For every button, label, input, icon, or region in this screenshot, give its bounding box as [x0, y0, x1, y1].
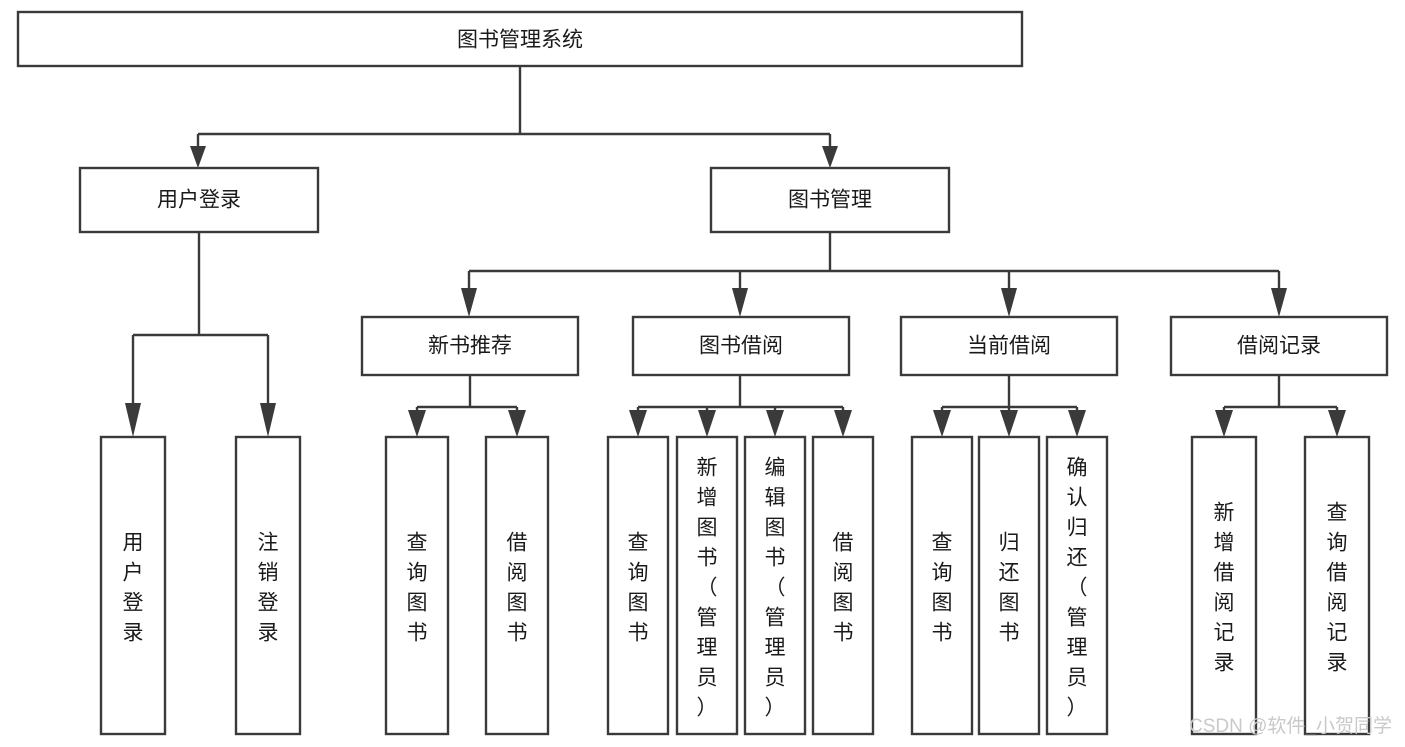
node-leaf-book-borrow-0-box[interactable] — [606, 435, 670, 736]
connector-group-newbook — [408, 375, 526, 437]
connector-group-currentborrow — [933, 375, 1086, 437]
node-new-book-recommend-box[interactable] — [360, 315, 580, 377]
node-leaf-new-book-recommend-1-box[interactable] — [484, 435, 550, 736]
node-current-borrow-label: 当前借阅 — [967, 335, 1051, 358]
node-borrow-record-label: 借阅记录 — [1237, 335, 1321, 358]
node-new-book-recommend[interactable]: 新书推荐 — [360, 315, 580, 377]
node-leaf-borrow-record-1-label: 查询借阅记录 — [1327, 501, 1348, 674]
connector-group-userlogin — [125, 232, 276, 437]
node-leaf-borrow-record-1[interactable]: 查询借阅记录 — [1303, 435, 1371, 736]
arrow-head-leaf-user-login-0 — [125, 403, 141, 437]
arrow-head-leaf-borrowrecord-0 — [1215, 410, 1233, 437]
arrow-head-level3-0 — [461, 288, 477, 317]
node-user-login-label: 用户登录 — [157, 189, 241, 212]
node-leaf-current-borrow-0[interactable]: 查询图书 — [910, 435, 974, 736]
arrow-head-leaf-currentborrow-2 — [1068, 410, 1086, 437]
node-root-box[interactable] — [16, 10, 1024, 68]
node-user-login[interactable]: 用户登录 — [78, 166, 320, 234]
node-leaf-book-borrow-1-box[interactable] — [675, 435, 739, 736]
node-leaf-new-book-recommend-1[interactable]: 借阅图书 — [484, 435, 550, 736]
connector-group-borrowrecord — [1215, 375, 1346, 437]
node-book-management-box[interactable] — [709, 166, 951, 234]
arrow-head-level3-1 — [732, 288, 748, 317]
node-leaf-book-borrow-1[interactable]: 新增图书（管理员） — [675, 435, 739, 736]
node-leaf-new-book-recommend-0-box[interactable] — [384, 435, 450, 736]
node-leaf-user-login-1[interactable]: 注销登录 — [234, 435, 302, 736]
node-leaf-current-borrow-0-box[interactable] — [910, 435, 974, 736]
node-leaf-book-borrow-1-label: 新增图书（管理员） — [697, 456, 718, 719]
node-leaf-new-book-recommend-1-label: 借阅图书 — [507, 531, 528, 644]
connector-group-root — [190, 66, 838, 168]
node-leaf-book-borrow-2-label: 编辑图书（管理员） — [765, 456, 786, 719]
node-leaf-book-borrow-3-box[interactable] — [811, 435, 875, 736]
connector-group-bookmgmt — [461, 232, 1287, 317]
node-leaf-book-borrow-0-label: 查询图书 — [628, 531, 649, 644]
node-leaf-book-borrow-3[interactable]: 借阅图书 — [811, 435, 875, 736]
node-root-label: 图书管理系统 — [457, 29, 583, 52]
node-leaf-user-login-1-box[interactable] — [234, 435, 302, 736]
node-leaf-book-borrow-2-box[interactable] — [743, 435, 807, 736]
node-leaf-current-borrow-2[interactable]: 确认归还（管理员） — [1045, 435, 1109, 736]
node-leaf-user-login-0-label: 用户登录 — [123, 531, 144, 644]
node-leaf-user-login-1-label: 注销登录 — [258, 531, 279, 644]
node-leaf-current-borrow-2-box[interactable] — [1045, 435, 1109, 736]
watermark-label: CSDN @软件_小贺同学 — [1189, 715, 1392, 737]
node-leaf-new-book-recommend-0[interactable]: 查询图书 — [384, 435, 450, 736]
arrow-head-leaf-bookborrow-3 — [834, 410, 852, 437]
node-leaf-user-login-0[interactable]: 用户登录 — [99, 435, 167, 736]
arrow-head-leaf-currentborrow-1 — [1000, 410, 1018, 437]
arrow-head-leaf-newbook-0 — [408, 410, 426, 437]
arrow-head-leaf-user-login-1 — [260, 403, 276, 437]
arrow-head-level3-3 — [1271, 288, 1287, 317]
node-book-borrow-box[interactable] — [631, 315, 851, 377]
arrow-head-leaf-currentborrow-0 — [933, 410, 951, 437]
connector-group-bookborrow — [629, 375, 852, 437]
node-book-management-label: 图书管理 — [788, 189, 872, 212]
node-leaf-borrow-record-1-box[interactable] — [1303, 435, 1371, 736]
node-leaf-borrow-record-0-box[interactable] — [1190, 435, 1258, 736]
node-leaf-user-login-0-box[interactable] — [99, 435, 167, 736]
node-leaf-borrow-record-0-label: 新增借阅记录 — [1214, 501, 1235, 674]
node-leaf-current-borrow-0-label: 查询图书 — [932, 531, 953, 644]
arrow-head-leaf-bookborrow-1 — [698, 410, 716, 437]
node-book-management[interactable]: 图书管理 — [709, 166, 951, 234]
node-leaf-current-borrow-1-label: 归还图书 — [999, 531, 1020, 644]
arrow-head-leaf-bookborrow-0 — [629, 410, 647, 437]
node-leaf-current-borrow-2-label: 确认归还（管理员） — [1067, 456, 1088, 719]
node-current-borrow-box[interactable] — [899, 315, 1119, 377]
node-borrow-record-box[interactable] — [1169, 315, 1389, 377]
node-root[interactable]: 图书管理系统 — [16, 10, 1024, 68]
arrow-head-leaf-borrowrecord-1 — [1328, 410, 1346, 437]
node-current-borrow[interactable]: 当前借阅 — [899, 315, 1119, 377]
node-leaf-new-book-recommend-0-label: 查询图书 — [407, 531, 428, 644]
arrow-head-userlogin — [190, 146, 206, 168]
node-borrow-record[interactable]: 借阅记录 — [1169, 315, 1389, 377]
arrow-head-leaf-bookborrow-2 — [766, 410, 784, 437]
node-leaf-book-borrow-3-label: 借阅图书 — [833, 531, 854, 644]
arrow-head-level3-2 — [1001, 288, 1017, 317]
node-new-book-recommend-label: 新书推荐 — [428, 335, 512, 358]
node-book-borrow-label: 图书借阅 — [699, 335, 783, 358]
node-leaf-current-borrow-1-box[interactable] — [977, 435, 1041, 736]
arrow-head-bookmgmt — [822, 146, 838, 168]
node-leaf-current-borrow-1[interactable]: 归还图书 — [977, 435, 1041, 736]
node-user-login-box[interactable] — [78, 166, 320, 234]
node-leaf-borrow-record-0[interactable]: 新增借阅记录 — [1190, 435, 1258, 736]
node-leaf-book-borrow-2[interactable]: 编辑图书（管理员） — [743, 435, 807, 736]
arrow-head-leaf-newbook-1 — [508, 410, 526, 437]
node-leaf-book-borrow-0[interactable]: 查询图书 — [606, 435, 670, 736]
node-book-borrow[interactable]: 图书借阅 — [631, 315, 851, 377]
